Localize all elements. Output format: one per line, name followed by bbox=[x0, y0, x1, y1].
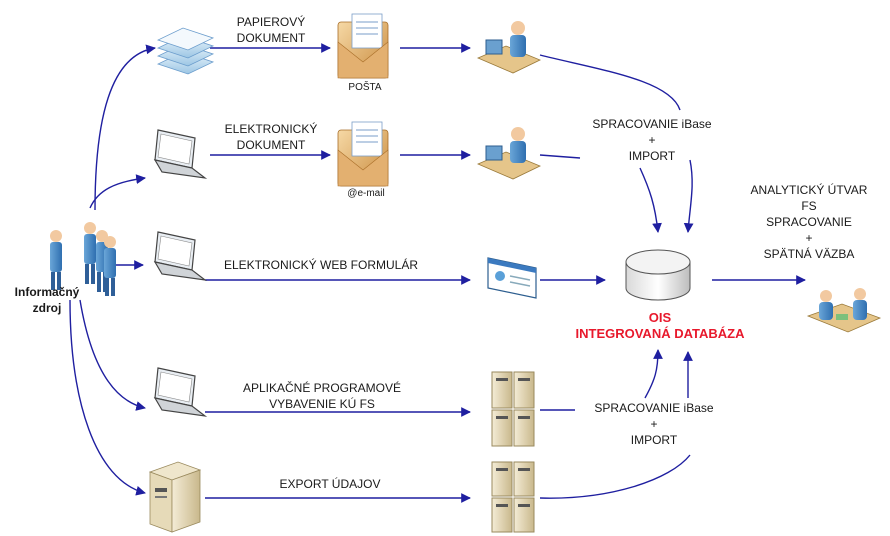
envelope-email-icon bbox=[337, 121, 389, 187]
analytics-meeting-icon bbox=[806, 288, 882, 333]
envelope-mail-icon bbox=[337, 13, 389, 79]
paper-document-line2: DOKUMENT bbox=[236, 31, 306, 45]
processing-bottom-line1: SPRACOVANIE iBase bbox=[594, 401, 714, 415]
arrow-proc-top-to-db1 bbox=[639, 167, 662, 233]
arrow-worker1-processing bbox=[539, 54, 681, 111]
processing-top-label: SPRACOVANIE iBase + IMPORT bbox=[576, 116, 728, 164]
source-label-line2: zdroj bbox=[32, 301, 62, 315]
server-tower-icon bbox=[148, 461, 202, 533]
database-line1: OIS bbox=[648, 310, 672, 325]
analytics-line4: + bbox=[805, 231, 813, 245]
processing-bottom-line3: IMPORT bbox=[630, 433, 678, 447]
database-line2: INTEGROVANÁ DATABÁZA bbox=[575, 326, 745, 341]
analytics-label: ANALYTICKÝ ÚTVAR FS SPRACOVANIE + SPÄTNÁ… bbox=[734, 182, 884, 262]
paper-document-label: PAPIEROVÝ DOKUMENT bbox=[216, 14, 326, 46]
arrow-worker2-processing bbox=[539, 154, 581, 159]
processing-bottom-line2: + bbox=[650, 417, 658, 431]
rack-server-icon-2 bbox=[491, 461, 535, 533]
export-data-label: EXPORT ÚDAJOV bbox=[279, 477, 381, 491]
electronic-document-label: ELEKTRONICKÝ DOKUMENT bbox=[212, 121, 330, 153]
laptop-icon-1 bbox=[153, 129, 208, 179]
source-people-icon bbox=[50, 222, 116, 296]
electronic-document-line1: ELEKTRONICKÝ bbox=[224, 122, 318, 136]
paper-stack-icon bbox=[156, 27, 215, 75]
web-form-label: ELEKTRONICKÝ WEB FORMULÁR bbox=[223, 258, 419, 272]
rack-server-icon-1 bbox=[491, 371, 535, 447]
laptop-icon-2 bbox=[153, 231, 208, 281]
source-label: Informačný zdroj bbox=[4, 284, 90, 316]
arrow-source-to-server bbox=[69, 299, 146, 496]
processing-top-line1: SPRACOVANIE iBase bbox=[592, 117, 712, 131]
worker-desk-icon-2 bbox=[476, 127, 541, 180]
processing-bottom-label: SPRACOVANIE iBase + IMPORT bbox=[578, 400, 730, 448]
app-software-line2: VYBAVENIE KÚ FS bbox=[269, 397, 375, 411]
app-software-line1: APLIKAČNÉ PROGRAMOVÉ bbox=[242, 381, 402, 395]
app-software-label: APLIKAČNÉ PROGRAMOVÉ VYBAVENIE KÚ FS bbox=[222, 380, 422, 412]
email-channel-label: @e-mail bbox=[347, 188, 385, 199]
processing-top-line3: IMPORT bbox=[628, 149, 676, 163]
arrows bbox=[69, 43, 806, 503]
arrow-server2-processing bbox=[539, 454, 691, 499]
laptop-icon-3 bbox=[153, 367, 208, 417]
database-cylinder-icon bbox=[625, 249, 691, 301]
mail-channel-label: POŠTA bbox=[348, 82, 382, 93]
processing-top-line2: + bbox=[648, 133, 656, 147]
analytics-line1: ANALYTICKÝ ÚTVAR bbox=[750, 183, 868, 197]
arrow-source-to-laptop1 bbox=[89, 174, 146, 209]
electronic-document-line2: DOKUMENT bbox=[236, 138, 306, 152]
database-label: OIS INTEGROVANÁ DATABÁZA bbox=[560, 310, 760, 342]
worker-desk-icon-1 bbox=[476, 21, 541, 74]
analytics-line2: FS bbox=[801, 199, 817, 213]
paper-document-line1: PAPIEROVÝ bbox=[236, 15, 306, 29]
analytics-line3: SPRACOVANIE bbox=[766, 215, 852, 229]
arrow-proc-top-to-db2 bbox=[683, 159, 694, 233]
analytics-line5: SPÄTNÁ VÄZBA bbox=[763, 247, 855, 261]
arrow-proc-bottom-to-db1 bbox=[644, 349, 663, 399]
arrow-source-to-laptop3 bbox=[79, 299, 146, 411]
source-label-line1: Informačný bbox=[14, 285, 80, 299]
arrow-source-to-paper bbox=[94, 44, 156, 211]
web-form-window-icon bbox=[487, 257, 537, 299]
